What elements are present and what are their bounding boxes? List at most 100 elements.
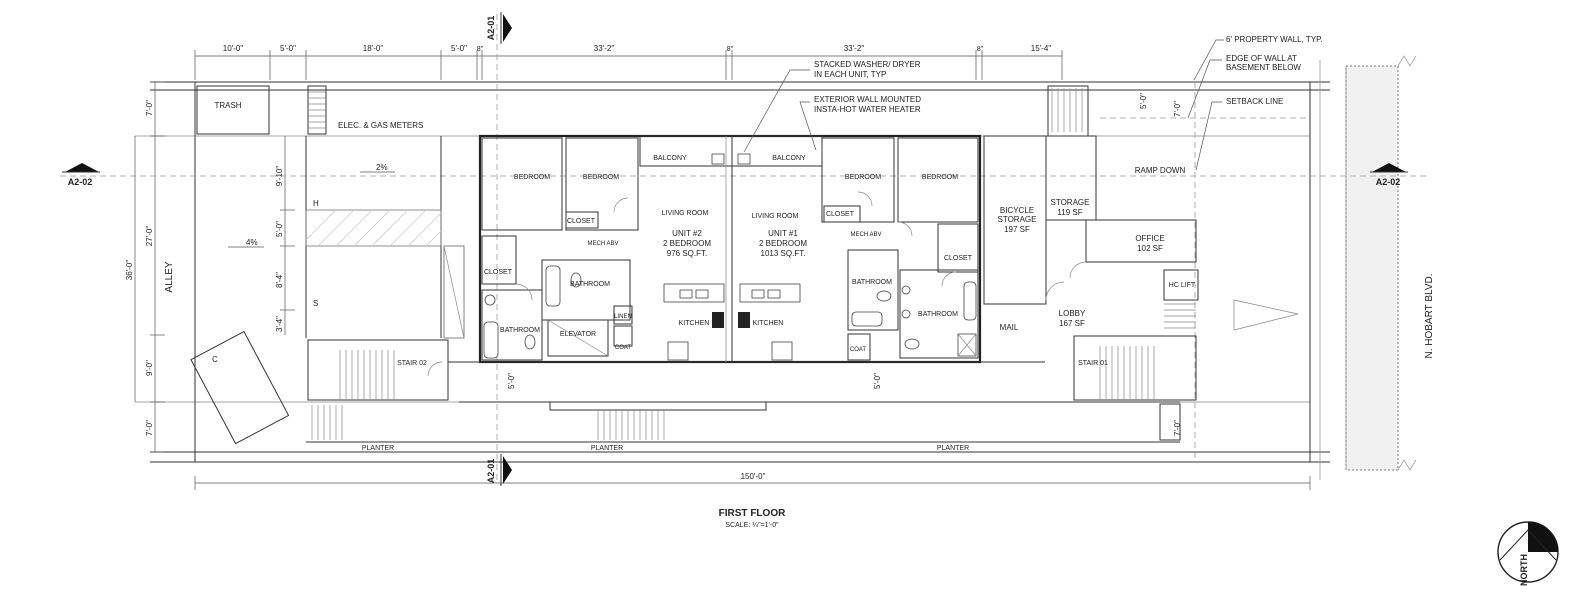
meters-label: ELEC. & GAS METERS (338, 121, 423, 130)
top-dimensions: 10'-0" 5'-0" 18'-0" 5'-0" 8" 33'-2" 8" 3… (194, 44, 1063, 80)
unit-1-labels: BALCONY BEDROOM BEDROOM CLOSET CLOSET LI… (752, 155, 973, 353)
u2-name: UNIT #2 (672, 229, 702, 238)
elevator-label: ELEVATOR (560, 331, 596, 338)
north-arrow-icon: NORTH (1497, 521, 1559, 586)
u2-bathroom-a: BATHROOM (570, 281, 610, 288)
u1-living-room: LIVING ROOM (752, 213, 799, 220)
dim-left-outer-36: 36'-0" (125, 260, 134, 281)
u2-balcony: BALCONY (653, 155, 687, 162)
callout-property-wall: 6' PROPERTY WALL, TYP. (1226, 35, 1323, 44)
u1-type: 2 BEDROOM (759, 239, 807, 248)
alley-label: ALLEY (164, 261, 175, 292)
stair02-label: STAIR 02 (397, 360, 427, 367)
stairs (306, 88, 1310, 443)
dim-left-910: 9'-10" (275, 166, 284, 187)
u1-mech: MECH ABV (850, 232, 881, 238)
u2-living-room: LIVING ROOM (662, 210, 709, 217)
u2-closet-a: CLOSET (567, 218, 596, 225)
storage-label-1: STORAGE (1051, 198, 1090, 207)
ramp-down-label: RAMP DOWN (1135, 166, 1186, 175)
section-marker-top: A2-01 (486, 16, 496, 41)
dim-top-5: 8" (477, 46, 484, 53)
u2-bedroom-b: BEDROOM (583, 174, 619, 181)
u2-closet-b: CLOSET (484, 269, 513, 276)
north-label: NORTH (1519, 554, 1529, 586)
u2-mech: MECH ABV (587, 241, 618, 247)
left-dimensions: 27'-0" 36'-0" 7'-0" 9'-10" 5'-0" 8'-4" 3… (125, 81, 295, 453)
callout-washer-2: IN EACH UNIT, TYP (814, 70, 886, 79)
u2-coat: COAT (615, 345, 632, 351)
site-lines (135, 55, 1417, 480)
hc-lift-label: HC LIFT (1169, 282, 1196, 289)
dim-top-2: 5'-0" (280, 44, 296, 53)
office-label-2: 102 SF (1137, 244, 1163, 253)
bicycle-label-1: BICYCLE (1000, 206, 1034, 215)
u2-type: 2 BEDROOM (663, 239, 711, 248)
planter-label-2: PLANTER (591, 445, 623, 452)
u2-kitchen: KITCHEN (679, 320, 710, 327)
u1-bedroom-b: BEDROOM (922, 174, 958, 181)
trash-label: TRASH (214, 101, 241, 110)
section-markers: A2-02 A2-02 A2-01 A2-01 (60, 12, 1430, 486)
callout-setback: SETBACK LINE (1226, 97, 1283, 106)
callout-heater-1: EXTERIOR WALL MOUNTED (814, 95, 921, 104)
dim-overall: 150'-0" (741, 472, 766, 481)
sheet-title: FIRST FLOOR (719, 508, 786, 519)
section-marker-bottom: A2-01 (486, 459, 496, 484)
street-label: N. HOBART BLVD. (1424, 273, 1435, 358)
dim-inner-50a: 5'-0" (507, 373, 516, 389)
dim-top-4: 5'-0" (451, 44, 467, 53)
lobby-label-2: 167 SF (1059, 319, 1085, 328)
u1-balcony: BALCONY (772, 155, 806, 162)
callout-leaders (743, 39, 1224, 171)
overall-dimension: 150'-0" (194, 472, 1311, 490)
stair01-label: STAIR 01 (1078, 360, 1108, 367)
dim-top-8: 33'-2" (844, 44, 865, 53)
callout-edge-wall-2: BASEMENT BELOW (1226, 63, 1301, 72)
dim-inner-70b: 7'-0" (1173, 420, 1182, 436)
callout-edge-wall-1: EDGE OF WALL AT (1226, 54, 1297, 63)
dim-inner-50c: 5'-0" (1139, 93, 1148, 109)
u2-area: 976 SQ.FT. (667, 249, 707, 258)
office-label-1: OFFICE (1135, 234, 1164, 243)
dim-top-10: 15'-4" (1031, 44, 1052, 53)
u1-closet-a: CLOSET (826, 211, 855, 218)
dim-inner-50b: 5'-0" (873, 373, 882, 389)
u1-bathroom-b: BATHROOM (918, 311, 958, 318)
slope-4pct: 4% (246, 238, 258, 247)
building (307, 85, 1199, 403)
u1-kitchen: KITCHEN (753, 320, 784, 327)
storage-label-2: 119 SF (1057, 208, 1082, 217)
parking-letter-s: S (313, 299, 318, 308)
u1-bedroom-a: BEDROOM (845, 174, 881, 181)
fixtures (483, 153, 977, 361)
planter-label-3: PLANTER (937, 445, 969, 452)
section-marker-west: A2-02 (68, 177, 93, 187)
u1-coat: COAT (850, 347, 867, 353)
dim-left-outer-27: 27'-0" (145, 226, 154, 247)
core-labels: STAIR 02 STAIR 01 BICYCLE STORAGE 197 SF… (362, 198, 1196, 452)
u1-bathroom-a: BATHROOM (852, 279, 892, 286)
dim-left-7a: 7'-0" (145, 100, 154, 116)
slope-2pct: 2% (376, 163, 388, 172)
section-marker-east: A2-02 (1376, 177, 1401, 187)
parking-letter-c: C (212, 355, 218, 364)
title-block: N. HOBART BLVD. FIRST FLOOR SCALE: ¼"=1'… (719, 273, 1435, 529)
dim-left-50: 5'-0" (275, 221, 284, 237)
dim-top-7: 8" (727, 46, 734, 53)
callout-washer-1: STACKED WASHER/ DRYER (814, 60, 921, 69)
u1-area: 1013 SQ.FT. (761, 249, 806, 258)
parking-area: ALLEY TRASH ELEC. & GAS METERS H S 2% 4%… (164, 85, 465, 445)
parking-letter-h: H (313, 199, 319, 208)
u2-linen: LINEN (614, 314, 632, 320)
bicycle-label-3: 197 SF (1004, 225, 1030, 234)
dim-top-1: 10'-0" (223, 44, 244, 53)
callout-text: STACKED WASHER/ DRYER IN EACH UNIT, TYP … (507, 35, 1323, 436)
unit-2-labels: BEDROOM BEDROOM BALCONY CLOSET CLOSET LI… (484, 155, 711, 351)
lobby-label-1: LOBBY (1059, 309, 1086, 318)
dim-left-7b: 7'-0" (145, 420, 154, 436)
planter-label-1: PLANTER (362, 445, 394, 452)
dim-left-34: 3'-4" (275, 316, 284, 332)
dim-top-9: 8" (977, 46, 984, 53)
